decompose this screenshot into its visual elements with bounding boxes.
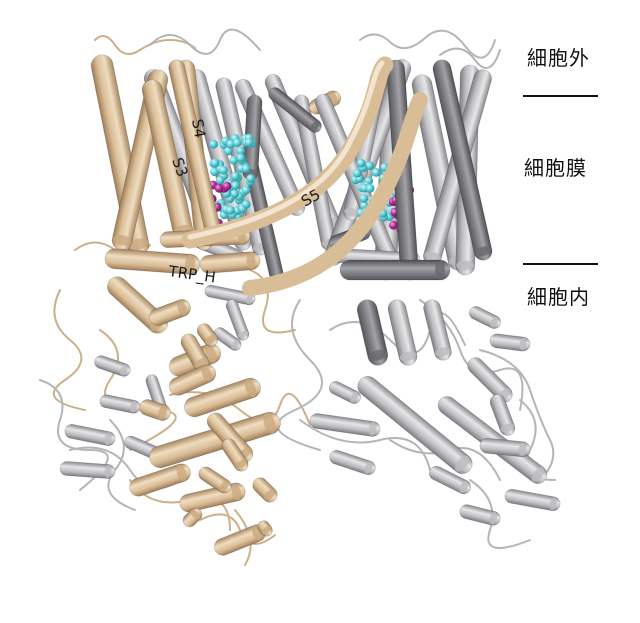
s5-helix [181,56,394,249]
tan-helix-cylinder [199,251,261,274]
ligand-atom [231,181,241,190]
gray-helix-cylinder [428,465,472,495]
tan-helix-cylinder [168,364,217,396]
ligand-atom [356,158,366,168]
gray-helix-cylinder [213,327,242,351]
helix-label-s4: S4 [188,118,209,140]
gray-helix-cylinder [504,488,561,512]
dark-helix-cylinder [432,59,493,261]
boundary-line-outer [523,95,598,97]
s5-helix-highlight [187,60,385,240]
loop-strand [469,479,531,549]
ligand-atom [365,161,375,171]
tan-helix-cylinder [198,466,232,494]
ligand-atom [222,181,232,191]
gray-helix-cylinder [423,299,452,361]
ligand-atom [236,153,246,163]
ligand-atom [352,168,362,178]
gray-helix-cylinder [59,461,116,479]
ligand-atom [365,184,375,193]
tan-helix-cylinder [196,323,219,347]
loop-strand [479,349,555,481]
ligand-atom [229,155,239,165]
tan-helix-cylinder [129,463,191,497]
helix-label-s3: S3 [168,155,191,179]
dark-helix-cylinder [356,299,389,366]
loop-strand [439,47,501,69]
loop-strand [107,419,136,511]
gray-helix-cylinder [489,333,531,352]
gray-helix-cylinder [204,284,256,306]
loop-strand [39,379,109,491]
ligand-atom [226,205,235,215]
loop-strand [94,35,196,55]
loop-strand [299,419,431,471]
s6-helix [242,92,428,296]
boundary-line-inner [523,263,598,265]
gray-helix-cylinder [309,413,381,437]
gray-helix-cylinder [225,299,250,341]
intracellular-label: 細胞内 [527,285,590,309]
loop-strand [359,29,496,59]
ligand-atom [232,138,242,148]
gray-helix-cylinder [99,394,141,414]
gray-helix-cylinder [479,437,531,458]
ligand-atom [241,199,251,209]
gray-helix-cylinder [328,381,362,404]
gray-helix-cylinder [468,306,502,329]
ligand-atom [244,138,254,147]
tan-helix-cylinder [106,276,169,334]
tan-helix-cylinder [149,299,191,326]
gray-helix-cylinder [64,423,116,447]
loop-strand [249,269,296,334]
tan-helix-cylinder [184,377,261,418]
ligand-atom [246,174,256,183]
gray-helix-cylinder [357,375,473,475]
ligand-atom [241,185,251,195]
ligand-atom [215,175,225,185]
ligand-atom [219,165,228,175]
dark-helix-cylinder [268,87,322,133]
tan-helix-cylinder [139,399,171,421]
ligand-atom [359,194,369,203]
gray-helix-cylinder [459,504,501,526]
dark-helix-cylinder [339,259,451,281]
loop-strand [199,513,276,545]
ligand-atom [236,146,246,156]
ligand-atom [371,168,381,177]
foreground-helices [90,54,493,556]
gray-helix-cylinder [387,299,418,366]
membrane-label: 細胞膜 [524,156,587,180]
ligand-atom [209,139,219,149]
gray-helix-cylinder [489,394,516,436]
tan-helix-cylinder [182,507,203,528]
tan-helix-cylinder [257,520,273,537]
ligand-atom [389,220,398,230]
ligand-atom [210,158,220,168]
loop-strand [149,28,261,55]
loop-strand [52,289,86,411]
extracellular-label: 細胞外 [527,46,590,70]
ligand-atom [224,146,233,156]
tan-helix-cylinder [180,333,210,372]
ligand-atom [231,171,240,181]
tan-helix-cylinder [221,438,249,472]
tan-helix-cylinder [252,477,278,503]
ligand-atom [241,164,251,174]
ligand-atom [214,183,224,193]
gray-helix-cylinder [94,355,131,377]
gray-helix-cylinder [329,449,376,476]
